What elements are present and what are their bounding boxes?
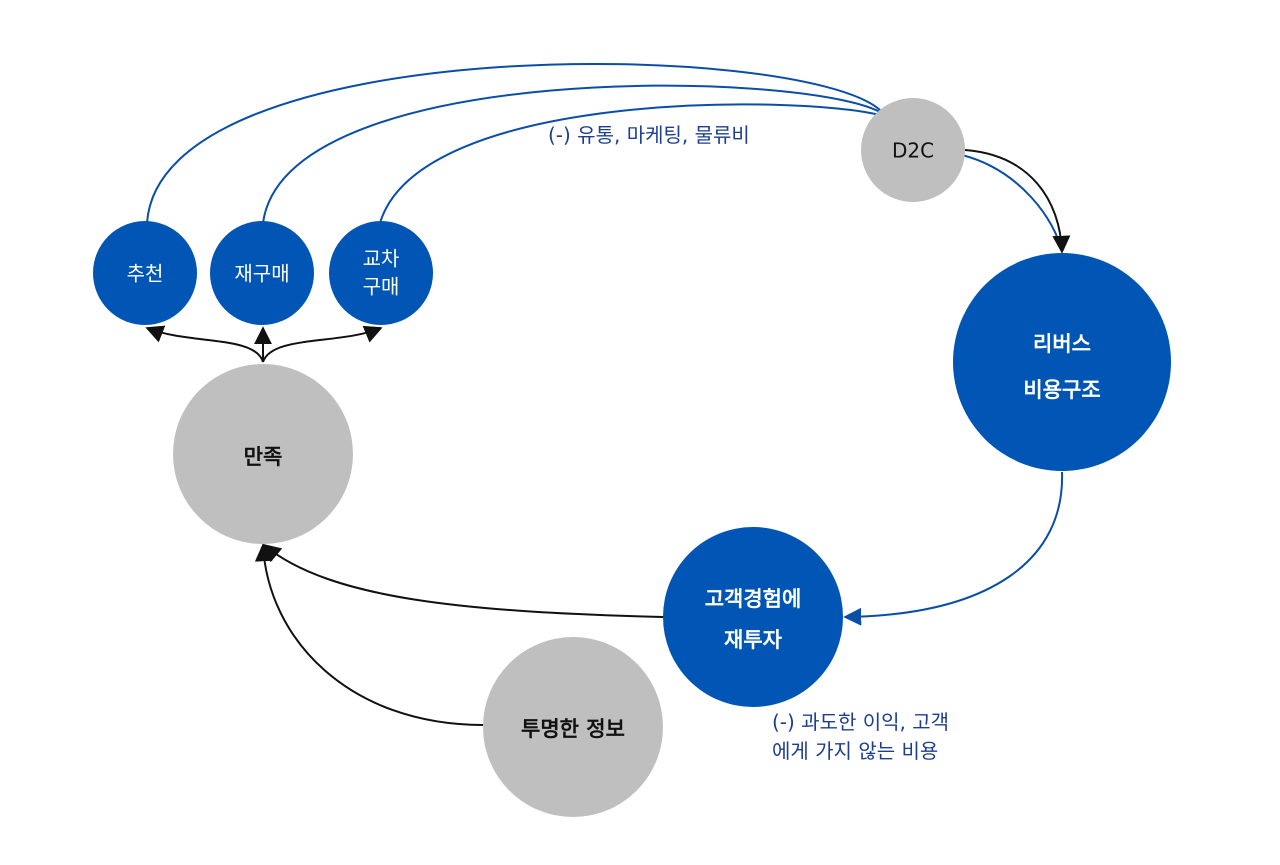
node-cross-purchase: 교차 구매 (329, 221, 433, 325)
arc-d2c-to-recommend (146, 62, 881, 224)
annotation-top: (-) 유통, 마케팅, 물류비 (548, 123, 750, 147)
node-cross-purchase-line1: 교차 (363, 247, 400, 271)
arc-d2c-to-cross-purchase (379, 103, 881, 224)
node-d2c: D2C (861, 98, 965, 202)
arrow-d2c-to-reverse-cost (964, 149, 1071, 254)
arc-d2c-to-repurchase (262, 84, 881, 224)
node-transparent-info-label: 투명한 정보 (521, 717, 625, 741)
node-recommend-label: 추천 (127, 262, 164, 286)
arc-d2c-to-reverse-cost-blue (961, 154, 1063, 253)
arrow-reverse-cost-to-reinvest (843, 471, 1064, 626)
node-reinvest-customer-experience: 고객경험에 재투자 (663, 527, 843, 707)
node-reverse-cost-line2: 비용구조 (1023, 378, 1100, 402)
arrow-satisfaction-to-cross-purchase (262, 325, 383, 363)
arrow-satisfaction-to-recommend (145, 325, 264, 363)
arrow-reinvest-to-satisfaction (262, 543, 664, 618)
node-d2c-label: D2C (892, 139, 934, 163)
node-satisfaction: 만족 (173, 364, 353, 544)
node-recommend: 추천 (93, 221, 197, 325)
node-reverse-cost-line1: 리버스 (1033, 332, 1091, 356)
node-transparent-info: 투명한 정보 (483, 637, 663, 817)
node-reinvest-line1: 고객경험에 (705, 587, 802, 611)
node-satisfaction-label: 만족 (244, 445, 283, 469)
annotation-bottom-line2: 에게 가지 않는 비용 (772, 739, 938, 763)
arrow-transparent-info-to-satisfaction (254, 543, 484, 726)
node-reverse-cost-structure: 리버스 비용구조 (953, 253, 1171, 471)
node-cross-purchase-line2: 구매 (363, 275, 400, 299)
annotation-bottom-line1: (-) 과도한 이익, 고객 (772, 710, 949, 734)
node-repurchase-label: 재구매 (234, 262, 289, 286)
node-reinvest-line2: 재투자 (724, 628, 783, 652)
node-repurchase: 재구매 (210, 221, 314, 325)
